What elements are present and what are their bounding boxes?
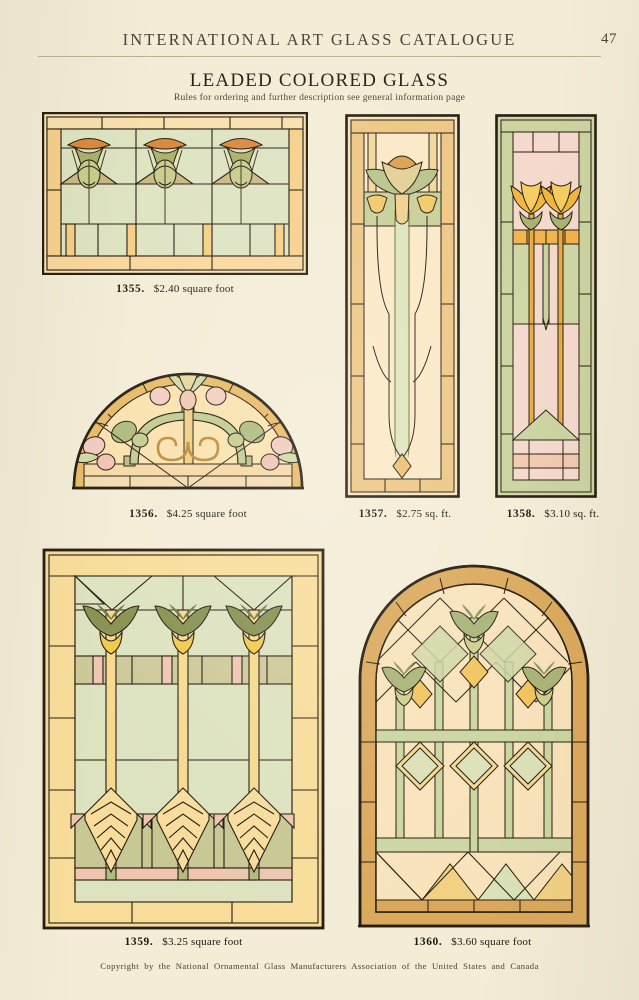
caption-1360: 1360. $3.60 square foot <box>345 936 600 948</box>
caption-1356: 1356. $4.25 square foot <box>58 508 318 520</box>
caption-1355: 1355. $2.40 square foot <box>42 283 308 295</box>
header-rule <box>38 56 601 57</box>
page-subtitle: Rules for ordering and further descripti… <box>173 92 466 103</box>
design-1358-svg <box>495 114 597 498</box>
plate-1357 <box>345 114 460 498</box>
design-1360-svg <box>358 564 590 928</box>
page-header: INTERNATIONAL ART GLASS CATALOGUE 47 <box>0 30 639 64</box>
plate-number-1358: 1358. <box>506 508 536 520</box>
running-title: INTERNATIONAL ART GLASS CATALOGUE <box>122 30 517 49</box>
lotus-motif-group <box>66 137 264 224</box>
plate-price-1358: $3.10 sq. ft. <box>544 508 600 520</box>
caption-1358: 1358. $3.10 sq. ft. <box>478 508 628 520</box>
caption-1359: 1359. $3.25 square foot <box>42 936 325 948</box>
plate-price-1360: $3.60 square foot <box>451 936 532 948</box>
design-1357-svg <box>345 114 460 498</box>
plate-number-1360: 1360. <box>413 936 443 948</box>
plate-price-1359: $3.25 square foot <box>162 936 243 948</box>
plate-price-1355: $2.40 square foot <box>153 283 234 295</box>
caption-1357: 1357. $2.75 sq. ft. <box>330 508 480 520</box>
plate-1358 <box>495 114 597 498</box>
plate-number-1355: 1355. <box>116 283 145 295</box>
plate-1359 <box>42 548 325 930</box>
plate-price-1356: $4.25 square foot <box>166 508 247 520</box>
plate-number-1359: 1359. <box>124 936 154 948</box>
plate-number-1357: 1357. <box>358 508 388 520</box>
plate-1355 <box>42 112 308 275</box>
plate-1360 <box>350 552 598 930</box>
design-1355-svg <box>42 112 308 275</box>
design-1359-svg <box>42 548 325 930</box>
page-title: LEADED COLORED GLASS <box>189 70 450 91</box>
plate-price-1357: $2.75 sq. ft. <box>396 508 452 520</box>
copyright-notice: Copyright by the National Ornamental Gla… <box>100 961 539 971</box>
design-1356-svg <box>72 372 304 490</box>
plate-1356 <box>68 336 308 496</box>
plate-number-1356: 1356. <box>129 508 158 520</box>
page-number: 47 <box>601 31 617 47</box>
